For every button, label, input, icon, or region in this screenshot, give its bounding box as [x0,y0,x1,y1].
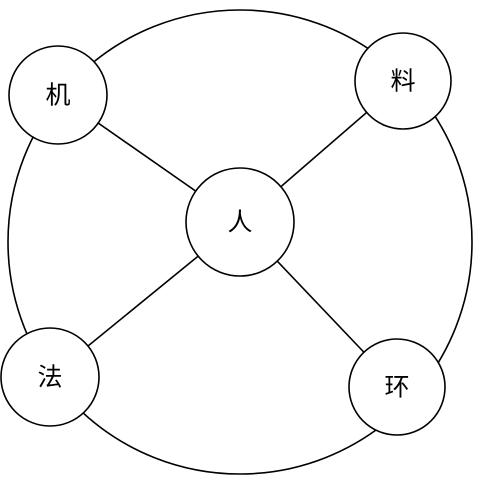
node-bottom-left-label: 法 [37,363,62,392]
node-top-right-label: 料 [390,67,415,96]
node-center-circle [185,167,295,277]
node-top-left-circle [8,45,108,145]
node-top-right: 料 [354,32,452,130]
node-top-right-circle [354,32,452,130]
node-top-left-label: 机 [45,81,70,110]
node-bottom-left-circle [0,327,100,427]
node-center: 人 [185,167,295,277]
outer-ring [7,9,473,475]
node-bottom-left: 法 [0,327,100,427]
node-bottom-right-circle [348,338,446,436]
node-center-label: 人 [227,208,252,237]
node-bottom-right: 环 [348,338,446,436]
node-top-left: 机 [8,45,108,145]
node-bottom-right-label: 环 [384,373,409,402]
